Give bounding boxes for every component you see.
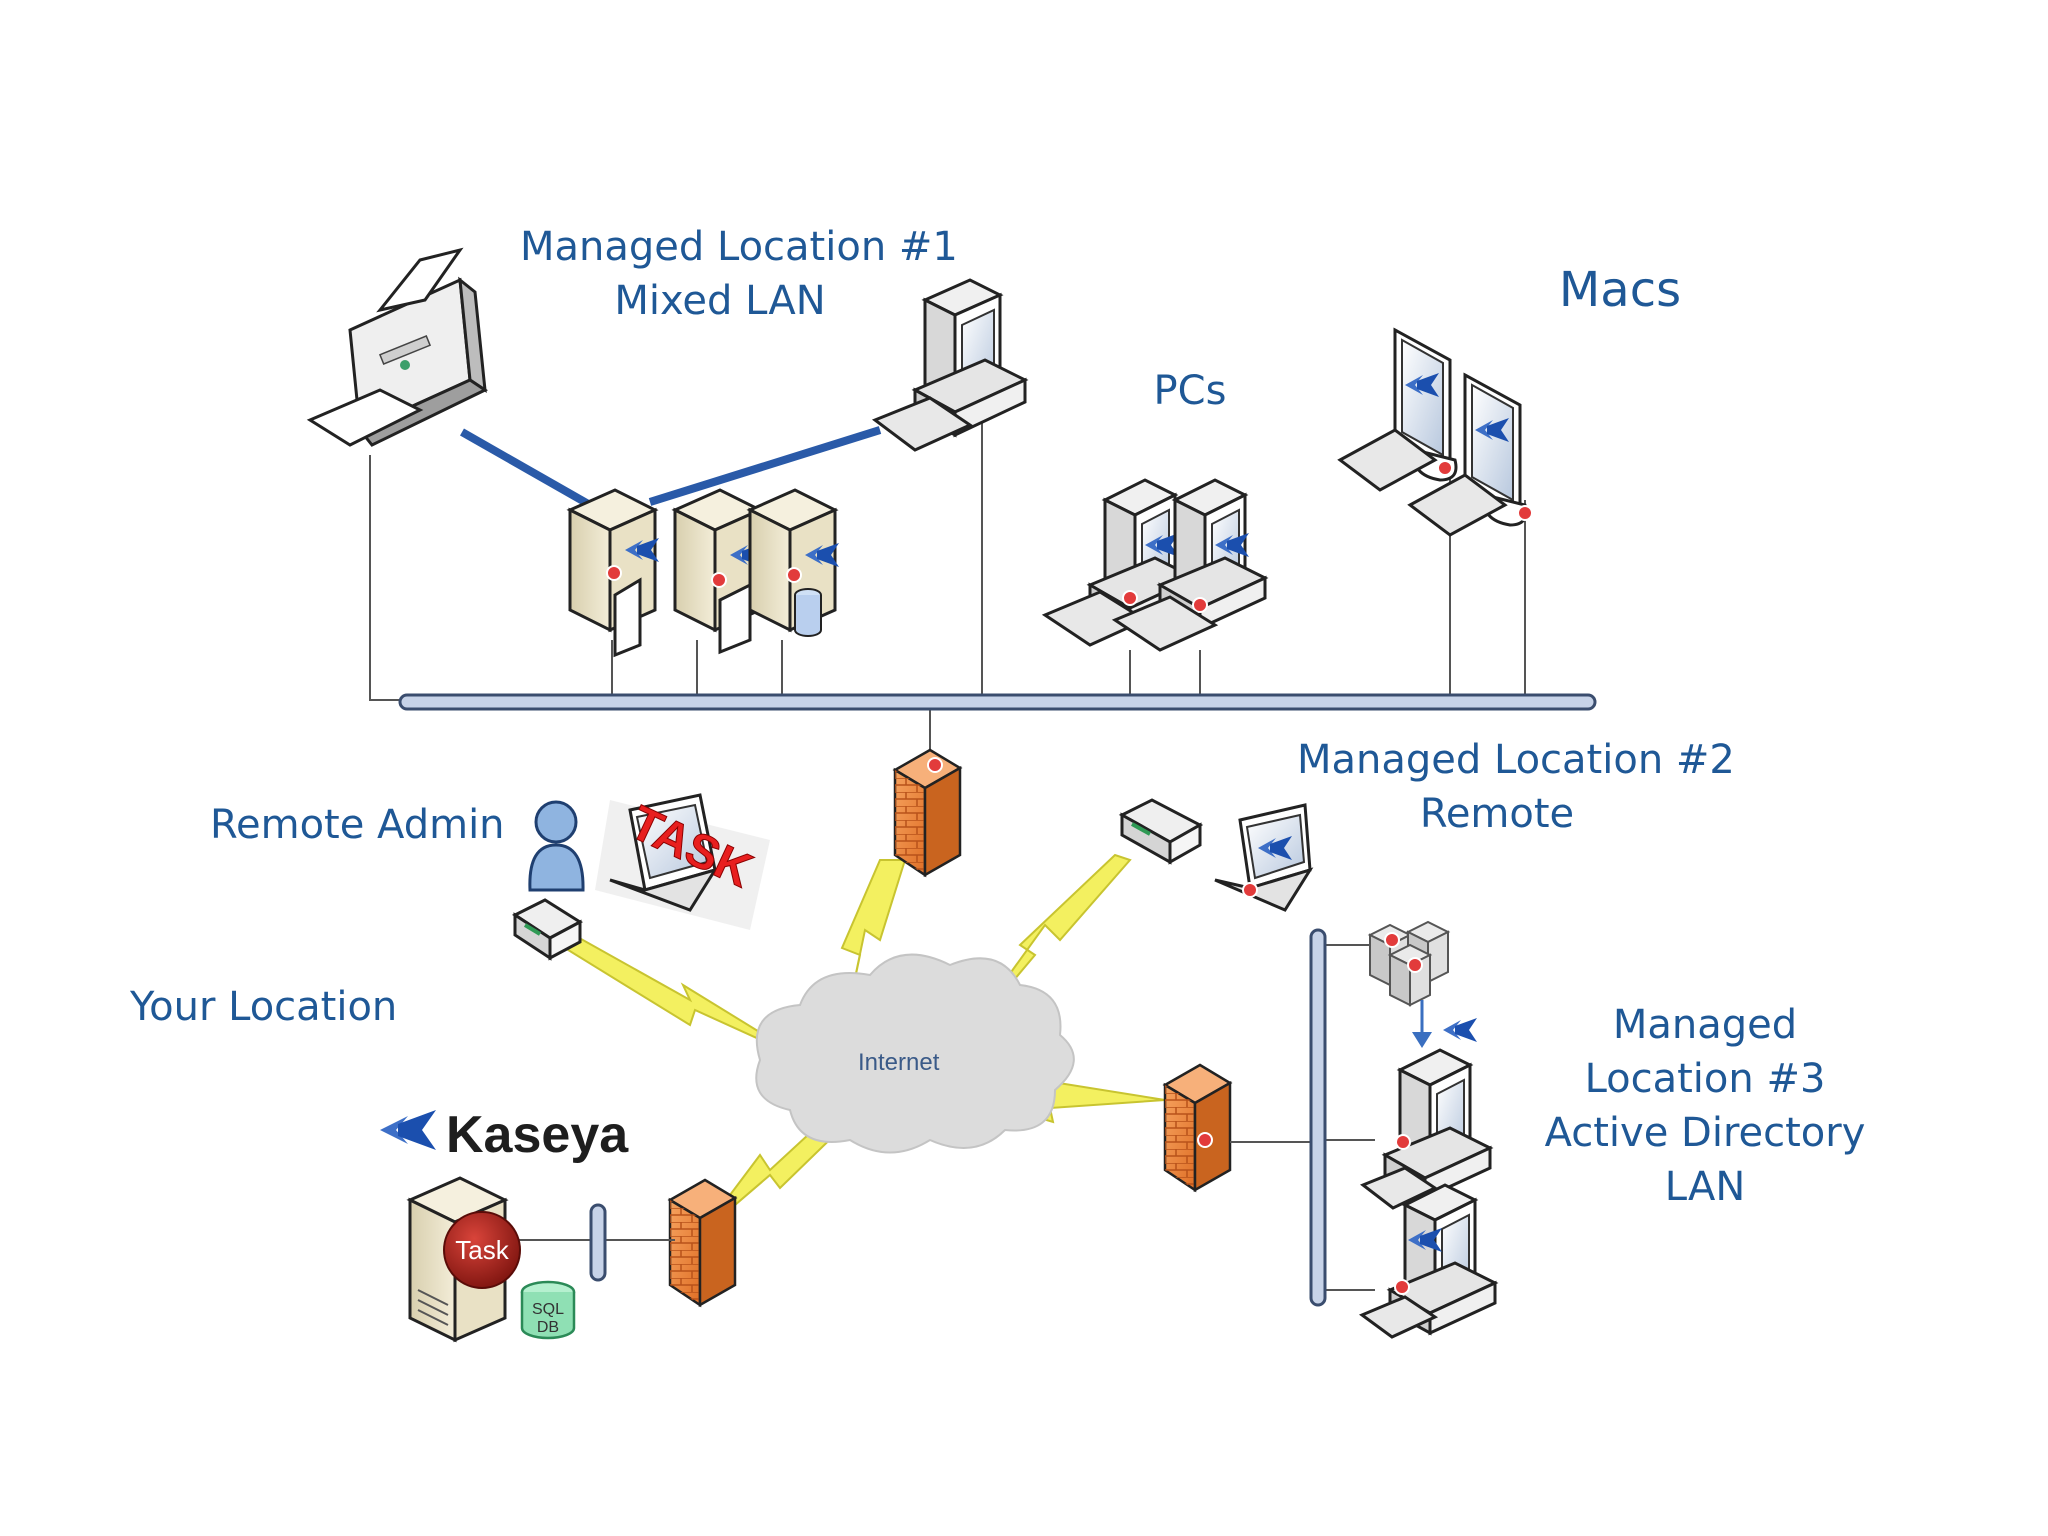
printer-icon bbox=[306, 247, 489, 447]
kaseya-logo: Kaseya bbox=[380, 1106, 629, 1164]
internet-cloud-icon: Internet bbox=[755, 953, 1075, 1154]
task-badge-label: Task bbox=[455, 1235, 509, 1265]
firewall-location3-icon bbox=[1162, 1063, 1233, 1193]
admin-user-icon bbox=[528, 800, 585, 892]
pc-pair-icon bbox=[1041, 478, 1269, 652]
ad-pc-2-icon bbox=[1358, 1183, 1499, 1339]
location1-label-line1: Managed Location #1 bbox=[520, 224, 958, 270]
firewall-your-location-icon bbox=[667, 1178, 738, 1308]
remote-admin-label: Remote Admin bbox=[210, 802, 505, 848]
remote-laptop-icon bbox=[1214, 803, 1314, 912]
your-location-hub bbox=[589, 1203, 607, 1282]
location3-label-line2: Location #3 bbox=[1584, 1056, 1826, 1102]
location1-label-line2: Mixed LAN bbox=[614, 278, 826, 324]
pcs-label: PCs bbox=[1153, 368, 1227, 414]
task-laptop-icon: TASK bbox=[595, 793, 770, 930]
location2-label-line1: Managed Location #2 bbox=[1297, 737, 1735, 783]
location2-label-line2: Remote bbox=[1419, 791, 1575, 837]
location2-label: Managed Location #2 Remote bbox=[1297, 733, 1735, 841]
admin-modem-icon bbox=[511, 898, 583, 961]
ad-arrow-icon bbox=[1412, 1000, 1477, 1048]
sql-db-line1: SQL bbox=[532, 1301, 564, 1318]
ad-pc-1-icon bbox=[1360, 1048, 1494, 1210]
location3-label: Managed Location #3 Active Directory LAN bbox=[1540, 998, 1870, 1214]
mac-pair-icon bbox=[1337, 327, 1533, 537]
lan1-blue-links bbox=[460, 426, 882, 509]
sql-db-line2: DB bbox=[537, 1319, 559, 1336]
internet-label: Internet bbox=[858, 1049, 940, 1076]
macs-label: Macs bbox=[1558, 262, 1682, 318]
location3-label-line3: Active Directory bbox=[1544, 1110, 1866, 1156]
sql-db-icon: SQL DB bbox=[520, 1280, 576, 1340]
lan3-backbone bbox=[1309, 928, 1327, 1307]
location1-label: Managed Location #1 Mixed LAN bbox=[520, 220, 958, 328]
desktop-computer-icon bbox=[871, 278, 1029, 452]
remote-modem-icon bbox=[1118, 798, 1204, 865]
lan1-backbone bbox=[398, 693, 1597, 711]
kaseya-logo-text: Kaseya bbox=[446, 1106, 629, 1164]
server-cluster-icon bbox=[566, 488, 839, 658]
ad-server-cluster-icon bbox=[1367, 920, 1451, 1007]
firewall-top-icon bbox=[892, 748, 963, 878]
task-badge-icon: Task bbox=[443, 1211, 521, 1289]
your-location-label: Your Location bbox=[130, 984, 398, 1030]
location3-label-line4: LAN bbox=[1664, 1164, 1746, 1210]
location3-label-line1: Managed bbox=[1612, 1002, 1798, 1048]
lan3-links bbox=[1230, 944, 1375, 1291]
